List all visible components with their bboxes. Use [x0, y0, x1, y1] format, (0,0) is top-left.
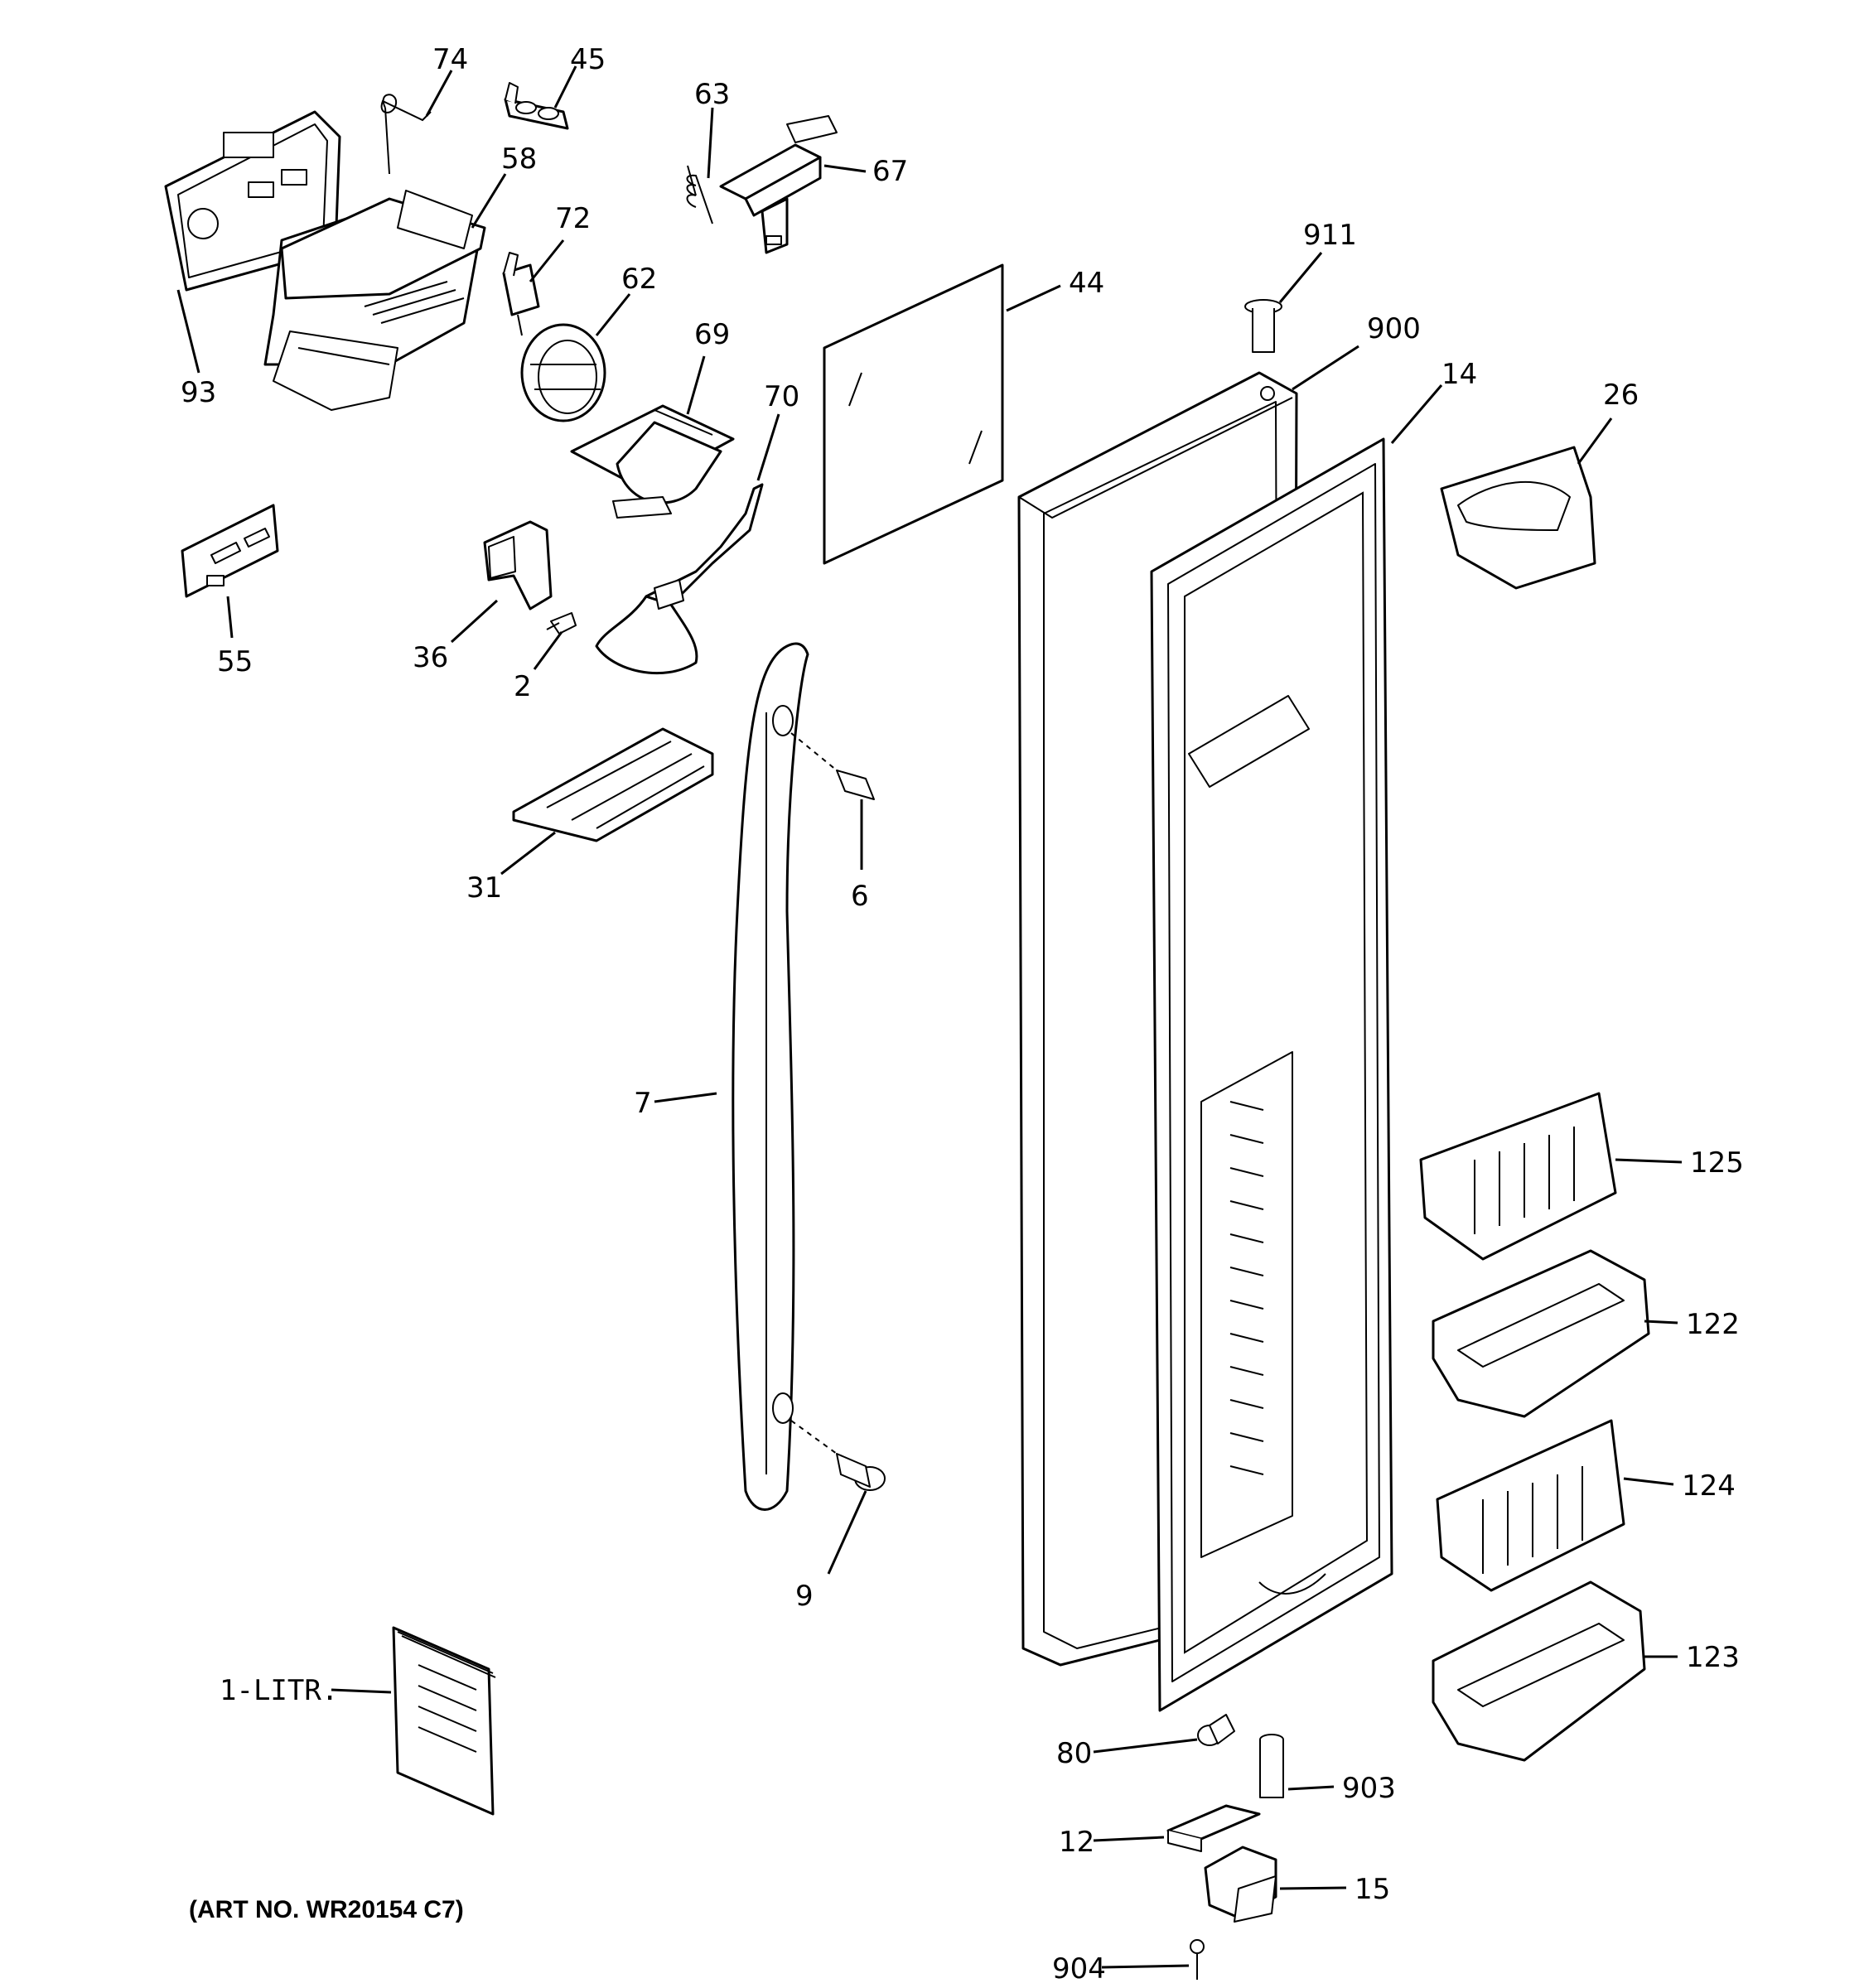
callout-125: 125 — [1690, 1146, 1744, 1180]
literature-booklet-part — [392, 1626, 496, 1816]
leader-lines — [176, 65, 1683, 1969]
callout-26: 26 — [1603, 379, 1639, 412]
art-number: (ART NO. WR20154 C7) — [189, 1896, 464, 1923]
cradle-part — [595, 483, 764, 675]
switch-board-part — [181, 504, 279, 598]
door-bin-part — [1432, 1580, 1646, 1762]
dispenser-housing-part — [263, 190, 486, 411]
bracket-part — [504, 82, 569, 130]
callout-58: 58 — [501, 142, 537, 176]
callout-36: 36 — [413, 641, 448, 674]
callout-911: 911 — [1303, 219, 1357, 252]
hinge-bracket-part — [483, 520, 553, 610]
callout-7: 7 — [634, 1087, 652, 1120]
bushing-part — [1244, 299, 1282, 353]
door-handle-part — [732, 642, 809, 1511]
handle-screw-part — [790, 732, 875, 800]
callout-124: 124 — [1682, 1469, 1736, 1503]
ring-part — [520, 323, 606, 422]
callout-123: 123 — [1686, 1641, 1740, 1674]
callout-69: 69 — [694, 318, 730, 351]
callout-62: 62 — [621, 263, 657, 296]
spring-part — [380, 94, 432, 175]
drip-tray-part — [512, 727, 714, 842]
pin-part — [1259, 1734, 1284, 1798]
callout-14: 14 — [1441, 358, 1477, 391]
callout-12: 12 — [1059, 1826, 1094, 1859]
bracket-part — [1166, 1804, 1261, 1852]
callout-44: 44 — [1069, 267, 1104, 300]
handle-stud-part — [790, 1420, 886, 1491]
callout-122: 122 — [1686, 1308, 1740, 1341]
callout-904: 904 — [1052, 1952, 1106, 1986]
callout-9: 9 — [795, 1580, 814, 1613]
hinge-part — [1204, 1846, 1277, 1923]
callout-80: 80 — [1056, 1737, 1092, 1770]
callout-900: 900 — [1367, 312, 1421, 345]
callout-903: 903 — [1342, 1772, 1396, 1805]
callout-labels: 74 45 63 67 58 72 62 93 69 70 44 911 900… — [181, 43, 1744, 1986]
callout-2: 2 — [514, 670, 532, 703]
callout-63: 63 — [694, 78, 730, 111]
callout-70: 70 — [764, 380, 799, 413]
callout-6: 6 — [851, 880, 869, 913]
wire-basket-part — [1419, 1092, 1617, 1261]
door-gasket-part — [1150, 437, 1393, 1712]
spring-part — [686, 165, 713, 224]
screw-part — [1190, 1939, 1205, 1980]
callout-74: 74 — [432, 43, 468, 76]
callout-15: 15 — [1355, 1873, 1390, 1906]
bin-part — [1440, 446, 1596, 590]
callout-67: 67 — [872, 155, 908, 188]
callout-1-litr: 1-LITR. — [220, 1674, 338, 1707]
switch-part — [502, 252, 540, 336]
dispenser-door-lever-part — [719, 115, 838, 254]
callout-55: 55 — [217, 645, 253, 678]
door-bin-part — [1432, 1249, 1650, 1418]
glass-panel-part — [823, 263, 1004, 565]
screw-part — [546, 612, 577, 635]
callout-31: 31 — [466, 871, 502, 905]
ice-chute-part — [570, 404, 735, 519]
callout-93: 93 — [181, 376, 216, 409]
wire-basket-part — [1436, 1419, 1625, 1592]
plug-part — [1197, 1714, 1235, 1746]
callout-72: 72 — [555, 202, 591, 235]
callout-45: 45 — [570, 43, 606, 76]
